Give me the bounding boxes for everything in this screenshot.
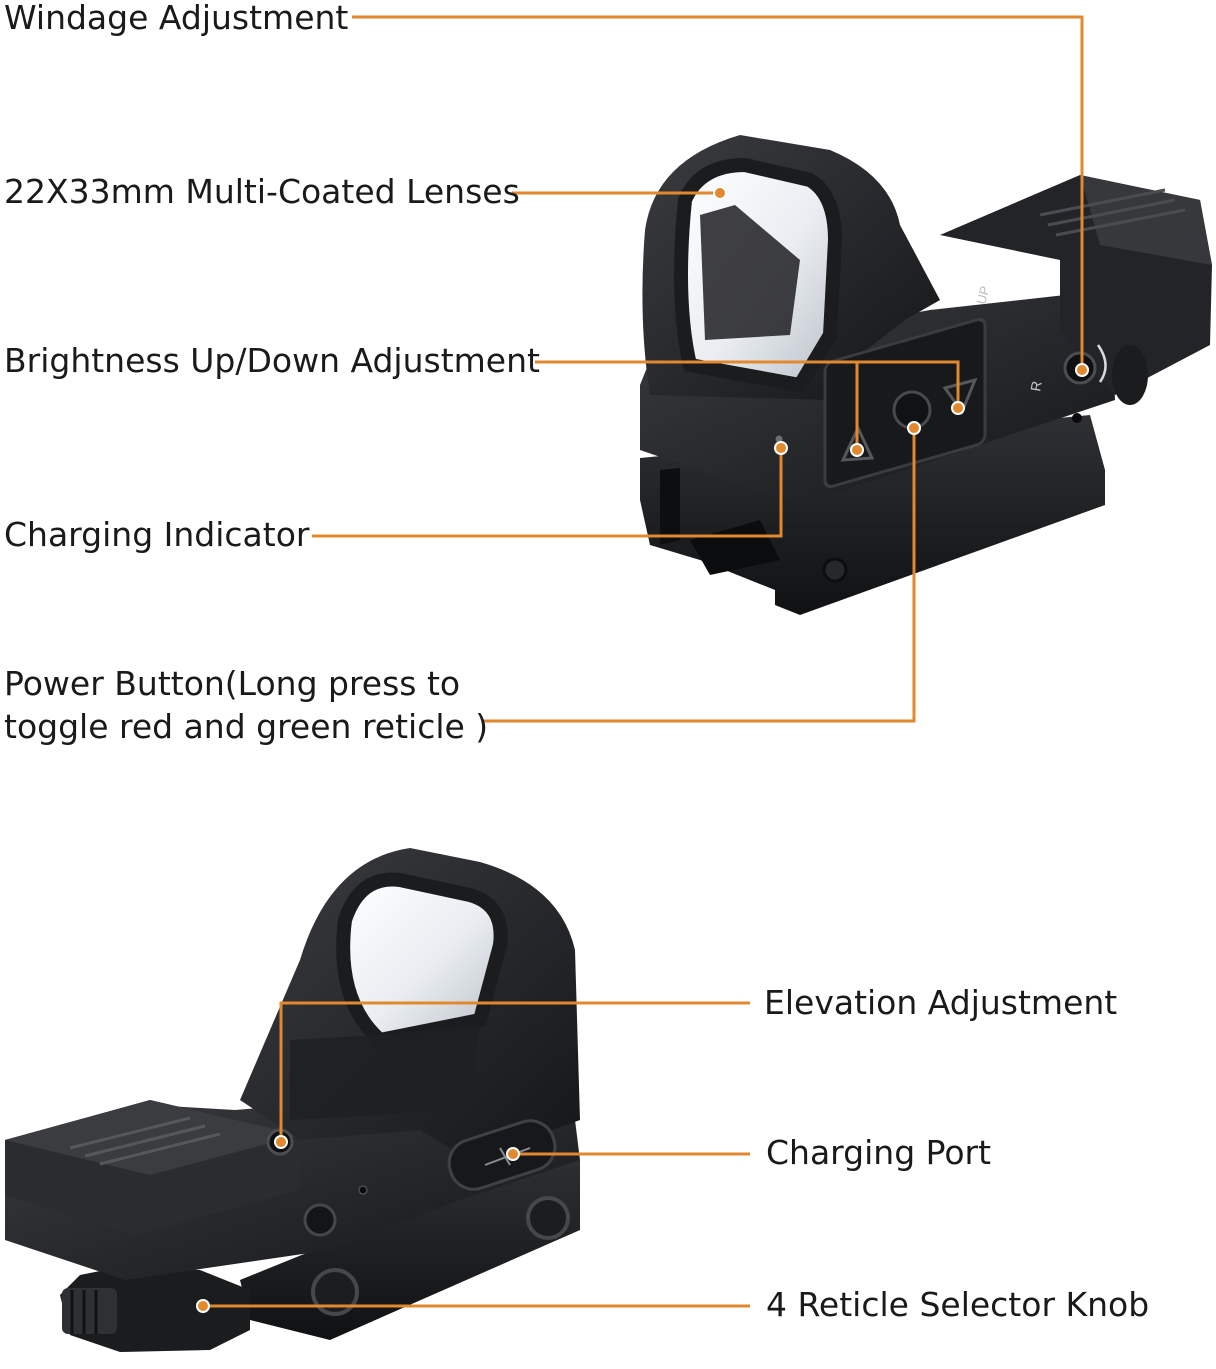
label-charging-port: Charging Port [766,1133,992,1172]
rotate-arrow-icon [1096,344,1107,383]
leader-charging-indicator [312,448,783,538]
leader-end-dots [196,186,1089,1313]
power-button-bottom-icon [303,1203,337,1237]
label-windage-adjustment: Windage Adjustment [4,0,349,37]
label-power-button-line1: Power Button(Long press to [4,664,461,703]
reticle-knob-grip [62,1288,117,1334]
dot-elevation [274,1135,288,1149]
dot-lenses [713,186,727,200]
leader-windage [352,15,1084,370]
lens-inner-shadow-bottom [290,1025,480,1120]
up-mark: UP [973,284,992,305]
charging-indicator-hole [775,435,783,443]
dot-charging-indicator [774,441,788,455]
dot-charging-port [506,1147,520,1161]
dot-brightness-up [850,443,864,457]
indicator-hole-bottom [358,1185,368,1195]
dot-power [907,421,921,435]
lens-glass-bottom [336,872,508,1048]
label-power-button-line2: toggle red and green reticle ) [4,707,489,746]
dot-windage [1075,363,1089,377]
rail-screw-top [822,557,848,583]
side-hole-top [1072,413,1082,423]
leader-lines [203,15,1084,1308]
rear-turret-face-top [1080,175,1212,265]
sight-bottom-view [5,848,580,1352]
sight-top-view: UP R [640,135,1212,615]
label-reticle-selector-knob: 4 Reticle Selector Knob [766,1285,1150,1324]
rail-slot-top [660,468,680,545]
leader-power [482,428,916,723]
label-brightness-adjustment: Brightness Up/Down Adjustment [4,341,540,380]
label-charging-indicator: Charging Indicator [4,515,310,554]
label-multi-coated-lenses: 22X33mm Multi-Coated Lenses [4,172,520,211]
lens-inner-shadow-top [700,205,800,340]
dot-brightness-down [951,401,965,415]
leader-brightness-down [857,360,960,408]
leader-elevation [279,1001,750,1142]
rail-knob-bottom-1 [526,1196,570,1240]
brightness-up-icon [840,424,875,462]
rail-groove-top [690,520,780,575]
rail-knob-bottom-2 [311,1268,359,1316]
side-knob-top [1112,345,1148,405]
brightness-down-icon [942,377,978,416]
turret-ribs-top [1039,188,1186,237]
charging-port-cover [447,1119,557,1191]
dot-reticle-knob [196,1299,210,1313]
knob-grip-ridges [70,1290,98,1334]
turret-box-top-face [5,1100,300,1175]
r-mark: R [1027,380,1045,393]
label-elevation-adjustment: Elevation Adjustment [764,983,1118,1022]
turret-ribs-bottom [69,1116,221,1166]
